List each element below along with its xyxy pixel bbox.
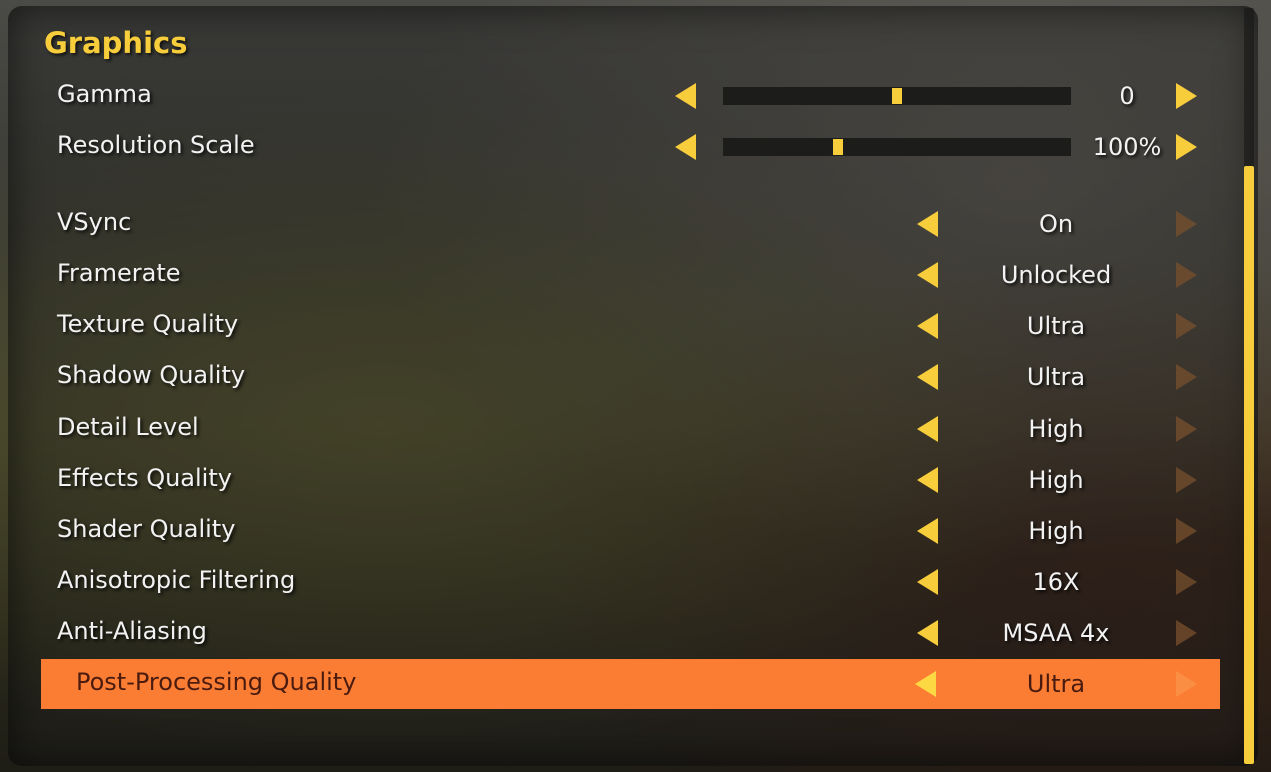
setting-label: Shader Quality xyxy=(57,514,236,543)
arrow-left-icon[interactable] xyxy=(675,83,696,109)
arrow-right-icon[interactable] xyxy=(1176,569,1197,595)
arrow-right-icon[interactable] xyxy=(1176,83,1197,109)
setting-label: Resolution Scale xyxy=(57,130,255,159)
arrow-right-icon[interactable] xyxy=(1176,262,1197,288)
setting-value: Ultra xyxy=(1026,670,1086,698)
setting-value: High xyxy=(1028,415,1084,443)
setting-label: VSync xyxy=(57,207,132,236)
arrow-right-icon[interactable] xyxy=(1176,518,1197,544)
setting-value: On xyxy=(1038,210,1074,238)
setting-row-vsync[interactable]: VSync On xyxy=(41,199,1220,249)
setting-row-detail-level[interactable]: Detail Level High xyxy=(41,404,1220,454)
arrow-left-icon[interactable] xyxy=(917,313,938,339)
setting-label: Anti-Aliasing xyxy=(57,616,207,645)
arrow-left-icon[interactable] xyxy=(917,620,938,646)
setting-label: Detail Level xyxy=(57,412,199,441)
setting-value: Ultra xyxy=(1026,363,1086,391)
setting-row-resolution-scale[interactable]: Resolution Scale 100% xyxy=(41,122,1220,172)
slider-track[interactable] xyxy=(723,138,1071,156)
setting-row-gamma[interactable]: Gamma 0 xyxy=(41,71,1220,121)
arrow-right-icon[interactable] xyxy=(1176,211,1197,237)
setting-row-anisotropic-filtering[interactable]: Anisotropic Filtering 16X xyxy=(41,557,1220,607)
arrow-right-icon[interactable] xyxy=(1176,467,1197,493)
setting-row-texture-quality[interactable]: Texture Quality Ultra xyxy=(41,301,1220,351)
setting-row-shader-quality[interactable]: Shader Quality High xyxy=(41,506,1220,556)
arrow-left-icon[interactable] xyxy=(917,416,938,442)
setting-value: 0 xyxy=(1119,82,1135,110)
arrow-right-icon[interactable] xyxy=(1176,416,1197,442)
arrow-right-icon[interactable] xyxy=(1176,620,1197,646)
setting-row-anti-aliasing[interactable]: Anti-Aliasing MSAA 4x xyxy=(41,608,1220,658)
setting-label: Effects Quality xyxy=(57,463,232,492)
arrow-left-icon[interactable] xyxy=(917,467,938,493)
setting-row-post-processing-quality[interactable]: Post-Processing Quality Ultra xyxy=(41,659,1220,709)
setting-value: Unlocked xyxy=(1000,261,1112,289)
arrow-right-icon[interactable] xyxy=(1176,364,1197,390)
setting-value: 16X xyxy=(1032,568,1080,596)
arrow-right-icon[interactable] xyxy=(1176,671,1197,697)
section-title-graphics: Graphics xyxy=(44,26,188,60)
arrow-left-icon[interactable] xyxy=(917,364,938,390)
setting-label: Framerate xyxy=(57,258,181,287)
arrow-right-icon[interactable] xyxy=(1176,134,1197,160)
setting-value: MSAA 4x xyxy=(1002,619,1110,647)
arrow-left-icon[interactable] xyxy=(917,569,938,595)
arrow-left-icon[interactable] xyxy=(917,211,938,237)
setting-value: High xyxy=(1028,466,1084,494)
slider-track[interactable] xyxy=(723,87,1071,105)
setting-label: Anisotropic Filtering xyxy=(57,565,296,594)
setting-label: Post-Processing Quality xyxy=(76,667,357,696)
setting-value: High xyxy=(1028,517,1084,545)
settings-panel xyxy=(8,6,1258,766)
arrow-left-icon[interactable] xyxy=(917,262,938,288)
setting-label: Gamma xyxy=(57,79,152,108)
arrow-left-icon[interactable] xyxy=(675,134,696,160)
setting-row-shadow-quality[interactable]: Shadow Quality Ultra xyxy=(41,352,1220,402)
setting-value: Ultra xyxy=(1026,312,1086,340)
scrollbar-thumb[interactable] xyxy=(1244,166,1254,764)
arrow-right-icon[interactable] xyxy=(1176,313,1197,339)
slider-thumb[interactable] xyxy=(892,88,902,104)
arrow-left-icon[interactable] xyxy=(915,671,936,697)
arrow-left-icon[interactable] xyxy=(917,518,938,544)
scrollbar[interactable] xyxy=(1244,8,1254,764)
setting-row-effects-quality[interactable]: Effects Quality High xyxy=(41,455,1220,505)
setting-value: 100% xyxy=(1092,133,1162,161)
setting-label: Texture Quality xyxy=(57,309,239,338)
slider-thumb[interactable] xyxy=(832,139,843,155)
setting-label: Shadow Quality xyxy=(57,360,246,389)
setting-row-framerate[interactable]: Framerate Unlocked xyxy=(41,250,1220,300)
